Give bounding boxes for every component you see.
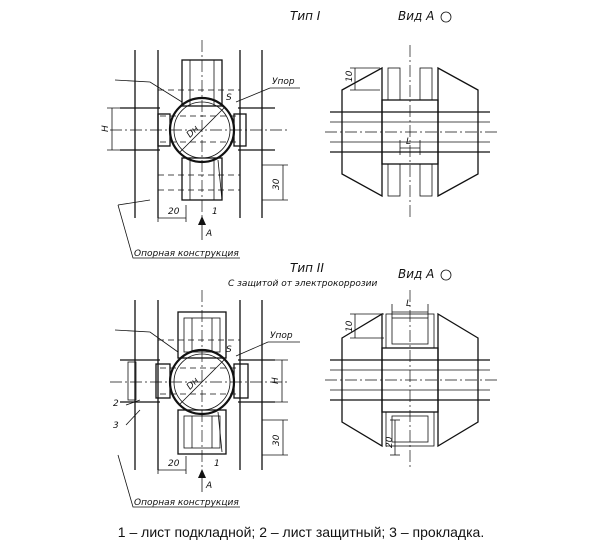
type1-dim-20: 20 <box>168 207 180 217</box>
type2-subtitle: С защитой от электрокоррозии <box>228 279 377 289</box>
type2-label-1: 1 <box>214 459 220 469</box>
type2-front-view <box>110 290 300 508</box>
type2-support-label: Опорная конструкция <box>134 498 239 508</box>
type1-dim-s: S <box>226 93 232 103</box>
type2-dim-h: H <box>271 377 281 384</box>
type2-label-2: 2 <box>113 399 119 409</box>
type2-dim-l: L <box>406 299 411 309</box>
type1-dim-30: 30 <box>272 178 282 190</box>
type2-stop-label: Упор <box>270 331 293 341</box>
rotation-icon <box>440 11 452 23</box>
type2-view-title: Вид А <box>398 267 434 281</box>
type1-arrow-a: A <box>205 229 212 239</box>
rotation-icon <box>440 269 452 281</box>
type2-view-a <box>325 290 500 470</box>
type1-front-view <box>107 40 300 259</box>
type1-dim-d: Dн <box>185 124 201 140</box>
type2-arrow-a: A <box>205 481 212 491</box>
type2-dim-s: S <box>226 345 232 355</box>
legend-caption: 1 – лист подкладной; 2 – лист защитный; … <box>117 524 485 540</box>
type2-label-3: 3 <box>113 421 119 431</box>
type1-dim-h: H <box>101 125 111 132</box>
type1-stop-label: Упор <box>272 77 295 87</box>
type1-dim-l: L <box>406 137 411 147</box>
type2-dim-20b: 20 <box>385 436 395 448</box>
type2-title: Тип II <box>290 261 324 275</box>
type1-support-label: Опорная конструкция <box>134 249 239 259</box>
type1-label-1: 1 <box>212 207 218 217</box>
type2-dim-d: Dн <box>185 376 201 392</box>
type2-dim-10: 10 <box>345 320 355 332</box>
type1-title: Тип I <box>290 9 321 23</box>
type1-dim-10: 10 <box>345 70 355 82</box>
type1-view-title: Вид А <box>398 9 434 23</box>
type2-dim-30: 30 <box>272 434 282 446</box>
type2-dim-20: 20 <box>168 459 180 469</box>
type1-view-a <box>325 45 500 220</box>
